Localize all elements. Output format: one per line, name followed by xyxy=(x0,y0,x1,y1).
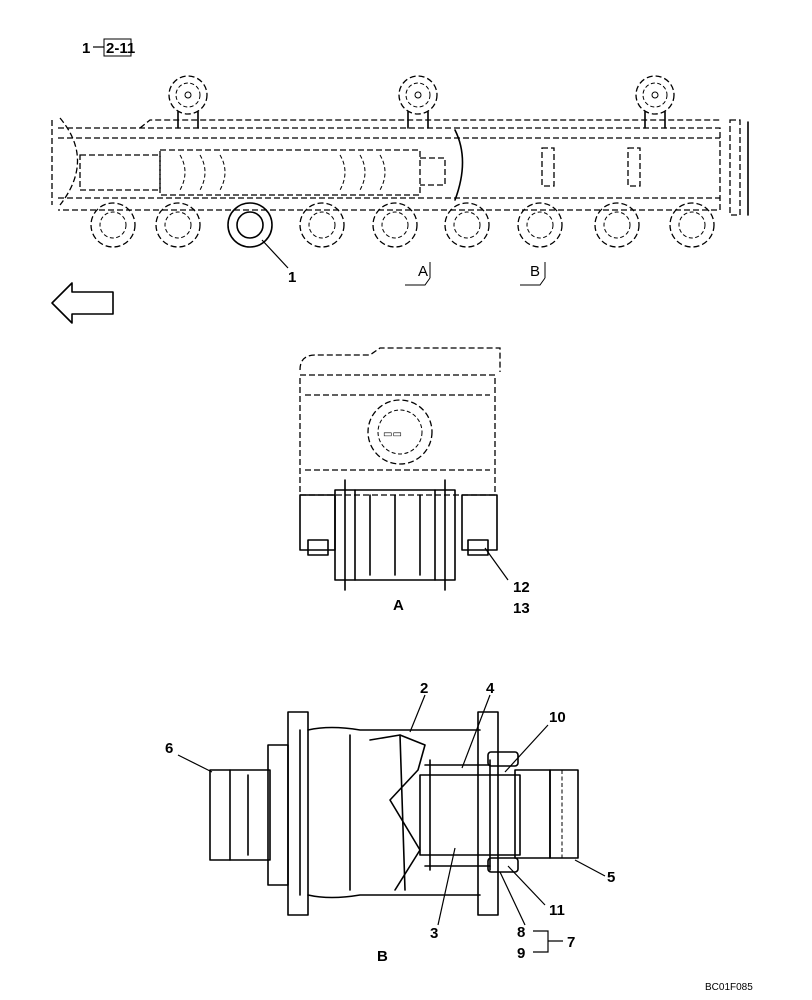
track-roller xyxy=(90,202,136,248)
track-frame-side-view: 1 A B xyxy=(51,75,749,324)
callout-13: 13 xyxy=(513,600,530,617)
track-roller xyxy=(594,202,640,248)
svg-text:B: B xyxy=(530,263,540,280)
callout-1: 1 xyxy=(288,269,296,286)
track-roller xyxy=(155,202,201,248)
callout-8: 8 xyxy=(517,924,525,941)
reference-item: 1 xyxy=(82,40,90,57)
callout-2: 2 xyxy=(420,680,428,697)
svg-text:A: A xyxy=(418,263,428,280)
view-a-label: A xyxy=(393,597,404,614)
callout-3: 3 xyxy=(430,925,438,942)
track-roller xyxy=(372,202,418,248)
section-mark-b: B xyxy=(520,262,546,286)
track-roller xyxy=(444,202,490,248)
view-b-label: B xyxy=(377,948,388,965)
reference-page: 2-11 xyxy=(106,40,135,57)
callout-10: 10 xyxy=(549,709,566,726)
view-b-section: 6 2 4 10 5 3 11 8 9 7 B xyxy=(165,680,615,965)
callout-9: 9 xyxy=(517,945,525,962)
figure-code: BC01F085 xyxy=(705,982,753,993)
left-arrow-icon xyxy=(51,282,114,324)
track-roller xyxy=(227,202,273,248)
svg-text:▭▭: ▭▭ xyxy=(383,429,402,440)
track-roller xyxy=(517,202,563,248)
callout-4: 4 xyxy=(486,680,495,697)
track-roller xyxy=(669,202,715,248)
callout-7: 7 xyxy=(567,934,575,951)
page-reference: 1 2-11 xyxy=(82,38,135,57)
callout-11: 11 xyxy=(549,902,565,919)
callout-5: 5 xyxy=(607,869,615,886)
view-a-section: ▭▭ 12 13 A xyxy=(299,347,530,617)
track-roller xyxy=(299,202,345,248)
callout-12: 12 xyxy=(513,579,530,596)
section-mark-a: A xyxy=(405,262,431,286)
callout-6: 6 xyxy=(165,740,173,757)
